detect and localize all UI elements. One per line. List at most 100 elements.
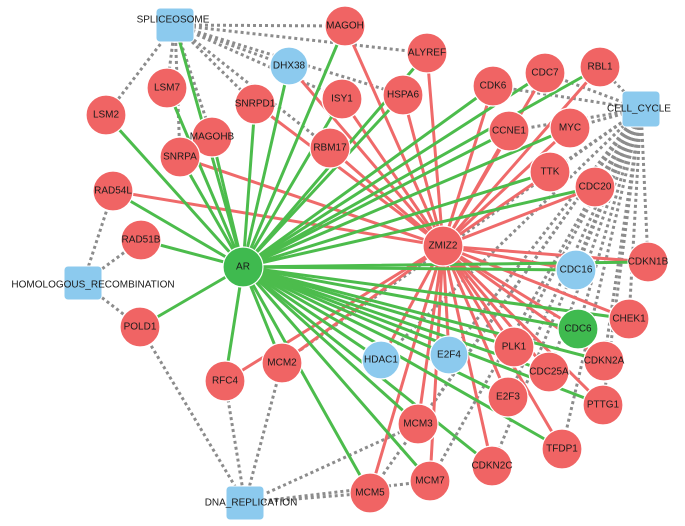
- node-label: HSPA6: [387, 90, 419, 101]
- gene-node-shape: [269, 46, 309, 86]
- edge-cell-cycle-cdc25a: [547, 108, 643, 373]
- gene-node-shape: [524, 52, 566, 94]
- node-dhx38[interactable]: DHX38: [269, 46, 309, 86]
- node-tfdp1[interactable]: TFDP1: [541, 428, 583, 470]
- node-myc[interactable]: MYC: [549, 107, 591, 149]
- node-snrpa[interactable]: SNRPA: [159, 136, 201, 178]
- node-label: CELL_CYCLE: [607, 104, 671, 115]
- node-mcm2[interactable]: MCM2: [261, 342, 303, 384]
- node-label: MAGOHB: [190, 132, 235, 143]
- edge-zmiz2-pttg1: [441, 244, 605, 407]
- edge-cell-cycle-cdkn1b: [639, 108, 650, 263]
- node-label: LSM2: [93, 110, 120, 121]
- edge-ar-snrpa: [178, 155, 245, 269]
- gene-node-shape: [146, 67, 188, 109]
- node-spliceosome[interactable]: SPLICEOSOME: [137, 7, 210, 43]
- node-label: TFDP1: [546, 444, 578, 455]
- node-cdkn2c[interactable]: CDKN2C: [471, 445, 513, 487]
- node-pttg1[interactable]: PTTG1: [582, 384, 624, 426]
- node-label: CDC7: [531, 68, 559, 79]
- node-rad54l[interactable]: RAD54L: [92, 170, 134, 212]
- node-mcm5[interactable]: MCM5: [349, 472, 391, 514]
- gene-node-shape: [324, 5, 366, 47]
- node-label: CDKN1B: [628, 257, 669, 268]
- gene-node-shape: [321, 78, 363, 120]
- node-e2f3[interactable]: E2F3: [487, 376, 529, 418]
- node-label: ALYREF: [408, 48, 446, 59]
- edge-cell-cycle-e2f4: [447, 108, 643, 356]
- gene-node-shape: [549, 107, 591, 149]
- edge-zmiz2-ccne1: [441, 129, 511, 248]
- gene-node-shape: [579, 46, 621, 88]
- gene-node-shape: [119, 306, 161, 348]
- gene-node-shape: [361, 340, 401, 380]
- node-cdc16[interactable]: CDC16: [555, 249, 597, 291]
- node-cell-cycle[interactable]: CELL_CYCLE: [607, 90, 671, 128]
- node-label: RBM17: [313, 143, 347, 154]
- edge-ar-rbl1: [241, 65, 602, 269]
- gene-node-shape: [529, 151, 571, 193]
- edge-ar-e2f4: [241, 265, 451, 357]
- node-label: CDK6: [480, 81, 507, 92]
- node-magoh[interactable]: MAGOH: [324, 5, 366, 47]
- node-e2f4[interactable]: E2F4: [429, 335, 469, 375]
- gene-node-shape: [234, 83, 276, 125]
- node-ccne1[interactable]: CCNE1: [488, 110, 530, 152]
- node-dna-replication[interactable]: DNA_REPLICATION: [205, 485, 298, 521]
- edge-zmiz2-cdkn1b: [441, 244, 650, 264]
- node-isy1[interactable]: ISY1: [321, 78, 363, 120]
- node-label: POLD1: [124, 322, 157, 333]
- gene-node-shape: [429, 335, 469, 375]
- node-rbm17[interactable]: RBM17: [309, 127, 351, 169]
- edge-zmiz2-hspa6: [401, 93, 445, 248]
- gene-node-shape: [487, 376, 529, 418]
- edge-dna-replication-mcm2: [243, 362, 284, 504]
- edge-zmiz2-snrpd1: [253, 102, 445, 248]
- node-cdkn2a[interactable]: CDKN2A: [583, 340, 625, 382]
- node-label: HDAC1: [364, 355, 398, 366]
- pathway-node-shape: [63, 265, 103, 301]
- node-pold1[interactable]: POLD1: [119, 306, 161, 348]
- node-rad51b[interactable]: RAD51B: [120, 219, 162, 261]
- node-rbl1[interactable]: RBL1: [579, 46, 621, 88]
- node-label: CDKN2A: [584, 356, 625, 367]
- node-label: CHEK1: [612, 314, 646, 325]
- node-mcm3[interactable]: MCM3: [397, 403, 439, 445]
- node-rfc4[interactable]: RFC4: [204, 360, 246, 402]
- node-zmiz2[interactable]: ZMIZ2: [422, 225, 464, 267]
- edge-ar-isy1: [241, 97, 344, 269]
- node-lsm7[interactable]: LSM7: [146, 67, 188, 109]
- node-cdc7[interactable]: CDC7: [524, 52, 566, 94]
- node-chek1[interactable]: CHEK1: [608, 298, 650, 340]
- node-homologous-recombination[interactable]: HOMOLOGOUS_RECOMBINATION: [11, 265, 175, 301]
- node-hdac1[interactable]: HDAC1: [361, 340, 401, 380]
- node-label: SNRPD1: [235, 99, 276, 110]
- node-cdkn1b[interactable]: CDKN1B: [627, 241, 669, 283]
- node-mcm7[interactable]: MCM7: [409, 460, 451, 502]
- node-magohb[interactable]: MAGOHB: [190, 116, 235, 158]
- node-plk1[interactable]: PLK1: [493, 326, 535, 368]
- node-ttk[interactable]: TTK: [529, 151, 571, 193]
- node-label: ISY1: [331, 94, 353, 105]
- edge-ar-snrpd1: [241, 102, 257, 269]
- node-label: MCM2: [267, 358, 297, 369]
- node-snrpd1[interactable]: SNRPD1: [234, 83, 276, 125]
- gene-node-shape: [191, 116, 233, 158]
- edge-zmiz2-chek1: [441, 244, 631, 321]
- node-label: E2F3: [496, 392, 520, 403]
- node-ar[interactable]: AR: [222, 246, 264, 288]
- node-cdc20[interactable]: CDC20: [574, 166, 616, 208]
- edge-spliceosome-alyref: [174, 23, 428, 55]
- edge-ar-chek1: [241, 265, 631, 321]
- node-alyref[interactable]: ALYREF: [406, 32, 448, 74]
- node-cdc6[interactable]: CDC6: [557, 308, 599, 350]
- node-label: MCM7: [415, 476, 445, 487]
- node-label: ZMIZ2: [429, 241, 458, 252]
- node-cdc25a[interactable]: CDC25A: [528, 351, 570, 393]
- edge-cell-cycle-cdk6: [492, 84, 642, 111]
- node-lsm2[interactable]: LSM2: [85, 94, 127, 136]
- node-cdk6[interactable]: CDK6: [472, 65, 514, 107]
- gene-node-shape: [85, 94, 127, 136]
- node-hspa6[interactable]: HSPA6: [382, 74, 424, 116]
- edge-spliceosome-magoh: [174, 23, 346, 28]
